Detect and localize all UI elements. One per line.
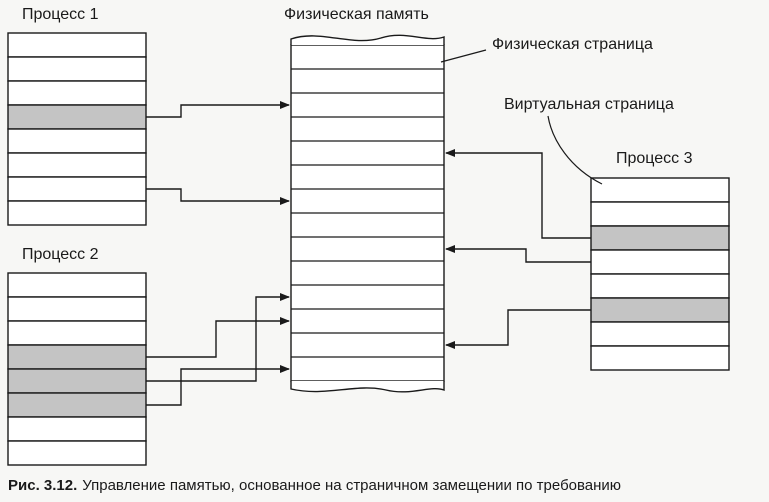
physical-page-leader [440, 49, 487, 63]
process3-page [590, 273, 730, 299]
mapping-arrow-process3-page-2 [445, 149, 591, 239]
process3-page [590, 201, 730, 227]
process2-page [7, 296, 147, 322]
figure-caption: Рис. 3.12.Управление памятью, основанное… [8, 477, 621, 494]
physical-page-label: Физическая страница [492, 36, 653, 53]
process2-page [7, 320, 147, 346]
process2-page-shaded [7, 392, 147, 418]
process2-page [7, 272, 147, 298]
memory-diagram [7, 32, 730, 466]
process1-page-shaded [7, 104, 147, 130]
process3-page [590, 249, 730, 275]
mapping-arrow-process2-page-3 [146, 317, 290, 358]
process3-page [590, 177, 730, 203]
process2-page [7, 416, 147, 442]
mapping-arrow-process3-page-5 [445, 309, 591, 349]
process1-page [7, 32, 147, 58]
physical-memory-top-edge [290, 34, 445, 45]
process1-page [7, 128, 147, 154]
process3-page-table [590, 177, 730, 371]
process2-page-table [7, 272, 147, 466]
process3-page [590, 345, 730, 371]
process3-label: Процесс 3 [616, 150, 693, 167]
physical-memory-column [290, 34, 445, 393]
mapping-arrow-process2-page-5 [146, 365, 290, 406]
caption-text: Управление памятью, основанное на страни… [82, 477, 622, 494]
process1-label: Процесс 1 [22, 6, 99, 23]
physical-memory-label: Физическая память [284, 6, 429, 23]
process1-page [7, 152, 147, 178]
mapping-arrow-process1-page-3 [146, 101, 290, 118]
process1-page [7, 80, 147, 106]
caption-number: Рис. 3.12. [8, 477, 78, 494]
process1-page-table [7, 32, 147, 226]
mapping-arrow-process2-page-4 [146, 293, 290, 382]
process3-page-shaded [590, 297, 730, 323]
process2-page-shaded [7, 368, 147, 394]
leader-lines [440, 49, 603, 185]
process3-page-shaded [590, 225, 730, 251]
page-mapping-arrows [146, 101, 591, 406]
mapping-arrow-process1-page-6 [146, 188, 290, 205]
process3-page [590, 321, 730, 347]
physical-memory-bottom-edge [290, 381, 445, 393]
process2-page [7, 440, 147, 466]
mapping-arrow-process3-page-3 [445, 245, 591, 263]
process1-page [7, 56, 147, 82]
virtual-page-label: Виртуальная страница [504, 96, 674, 113]
virtual-page-leader [547, 115, 603, 185]
process1-page [7, 176, 147, 202]
process2-page-shaded [7, 344, 147, 370]
process1-page [7, 200, 147, 226]
process2-label: Процесс 2 [22, 246, 99, 263]
